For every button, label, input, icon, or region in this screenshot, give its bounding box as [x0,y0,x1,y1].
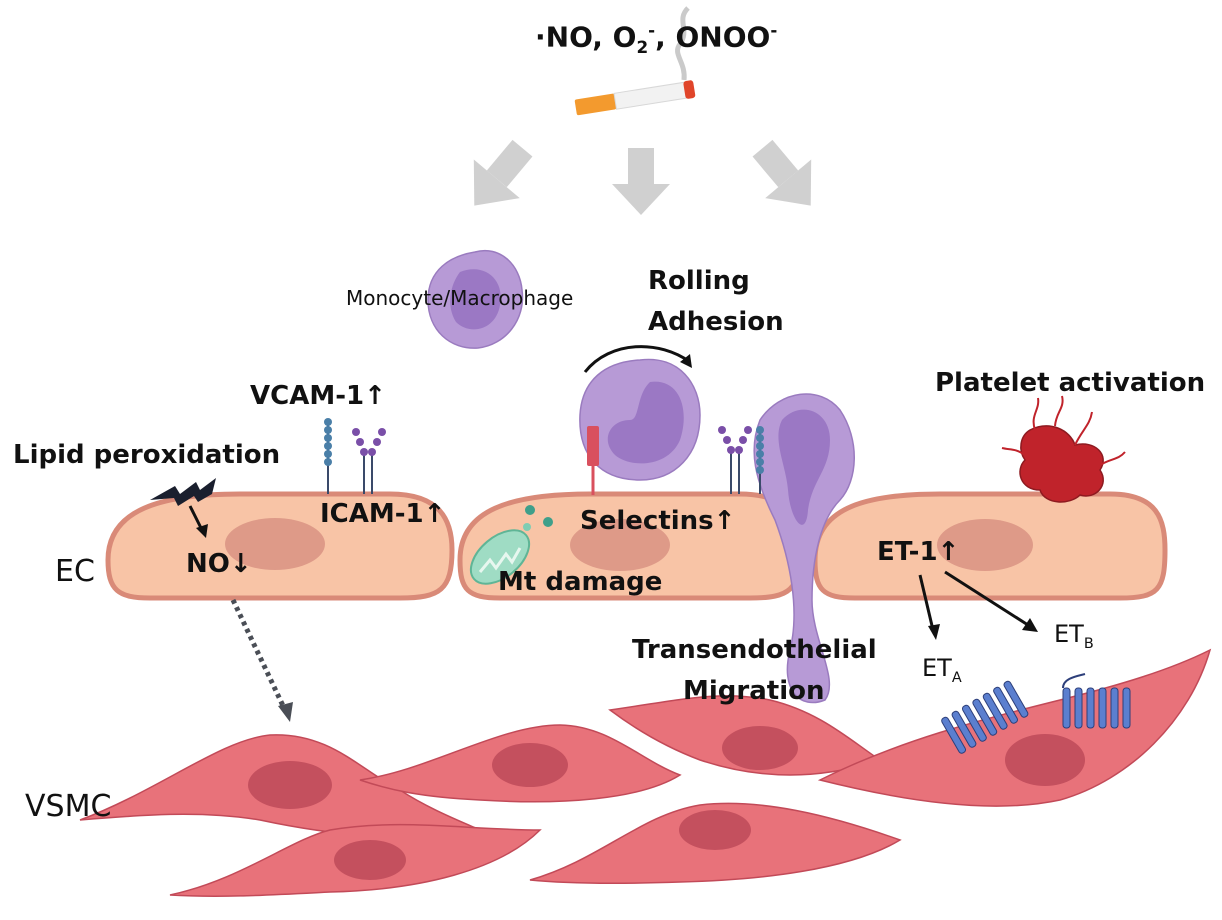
et1-to-eta-arrow [918,574,935,631]
title-o2-sub: 2 [636,36,649,57]
vsmc-label: VSMC [25,789,112,824]
no-dotted-arrow [230,598,288,712]
rolling-curved-arrow [583,345,691,373]
monocyte-label: Monocyte/Macrophage [346,286,574,310]
eta-main: ET [922,654,952,682]
icam-receptor-icon-2 [718,426,752,494]
et1-to-etb-arrow [944,570,1029,627]
rolling-label: Rolling [648,266,750,296]
transmigrating-monocyte [753,393,855,704]
no-dotted-arrow-head [278,702,293,722]
no-decrease-label: NO↓ [186,549,252,579]
icam-receptor-icon [352,428,386,494]
gray-arrow-center [612,148,670,215]
platelet-cluster-icon [1001,395,1126,503]
title-sep: , [655,20,676,54]
rolling-arrow-head [680,354,692,368]
etb-receptor-icon [1062,673,1131,729]
reactive-species-title: ·NO, O2-, ONOO- [535,22,777,56]
lightning-icon [150,478,216,506]
cigarette-icon [574,6,696,116]
endothelial-cell-1 [105,491,455,601]
selectins-label: Selectins↑ [580,506,736,536]
et1-label: ET-1↑ [877,537,960,567]
endothelial-cell-3 [812,491,1168,601]
gray-arrow-left [473,139,533,206]
vcam-label: VCAM-1↑ [250,381,386,411]
eta-receptor-icon [941,680,1029,754]
et1-to-etb-arrow-head [1022,618,1038,632]
et1-to-eta-arrow-head [928,624,940,640]
etb-label: ETB [1054,622,1094,651]
platelet-activation-label: Platelet activation [935,368,1206,398]
eta-sub: A [951,669,962,686]
title-onoo-sup: - [770,20,778,40]
monocyte-cell [427,249,524,349]
lipid-to-no-arrow-head [196,524,208,538]
etb-sub: B [1083,635,1094,652]
icam-label: ICAM-1↑ [320,499,446,529]
selectin-receptor-icon [587,426,599,495]
transendothelial-label: Transendothelial [632,635,877,665]
gray-arrow-right [752,139,812,206]
title-onoo: ONOO [675,20,771,54]
lipid-to-no-arrow [188,505,204,531]
vcam-receptor-icon [324,418,332,494]
mitochondrion-icon [469,505,553,585]
migration-label: Migration [683,676,825,706]
eta-label: ETA [922,656,962,685]
lipid-peroxidation-label: Lipid peroxidation [13,440,281,470]
vsmc-layer [79,648,1212,897]
title-o2-sup: - [648,20,656,40]
rolling-monocyte [579,358,701,481]
adhesion-label: Adhesion [648,307,784,337]
etb-main: ET [1054,620,1084,648]
title-no-o: ·NO, O [535,20,637,54]
ec-label: EC [55,554,95,589]
vcam-receptor-icon-2 [756,426,764,494]
mt-damage-label: Mt damage [498,567,663,597]
